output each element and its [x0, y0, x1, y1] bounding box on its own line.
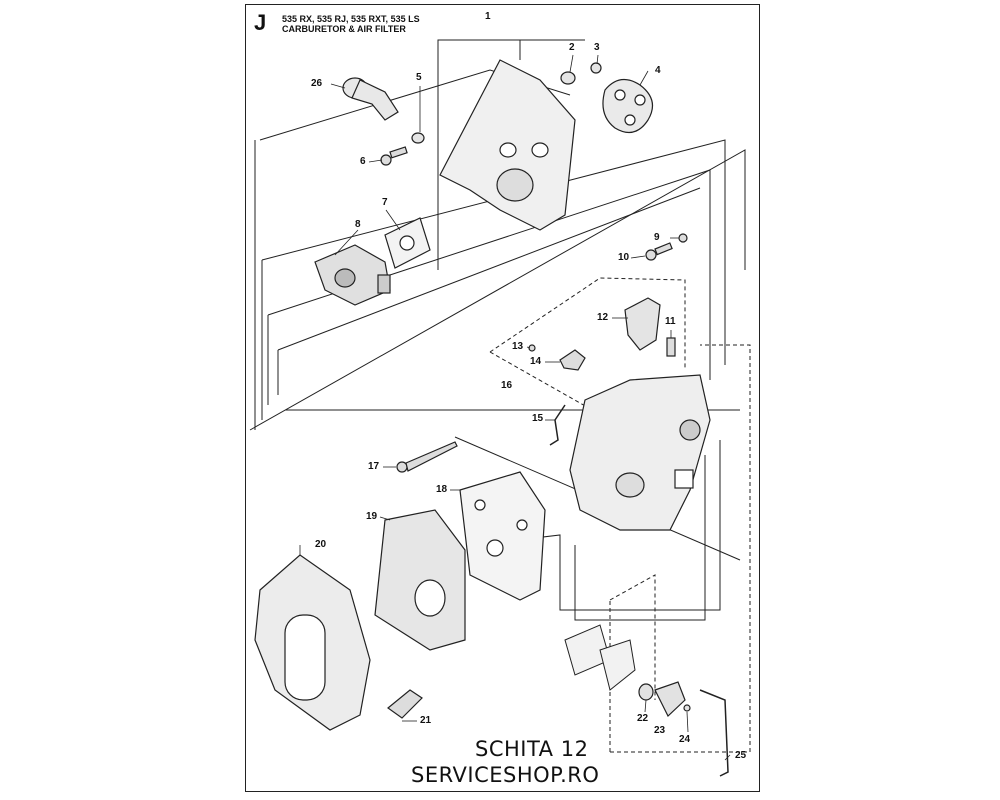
- callout-12: 12: [597, 312, 609, 323]
- source-website: SERVICESHOP.RO: [411, 763, 600, 787]
- callout-22: 22: [637, 713, 649, 724]
- callout-13: 13: [512, 341, 524, 352]
- callout-21: 21: [420, 715, 432, 726]
- air-filter-part: [374, 509, 466, 651]
- choke-lever-part: [624, 297, 661, 351]
- callout-6: 6: [360, 156, 366, 167]
- callout-10: 10: [618, 252, 630, 263]
- callout-14: 14: [530, 356, 542, 367]
- intake-elbow-part: [342, 77, 399, 121]
- air-filter-base-part: [569, 374, 711, 531]
- diagram-heading: 535 RX, 535 RJ, 535 RXT, 535 LS CARBURET…: [282, 14, 420, 34]
- model-list: 535 RX, 535 RJ, 535 RXT, 535 LS: [282, 14, 420, 24]
- diagram-frame: [245, 4, 760, 792]
- callout-26: 26: [311, 78, 323, 89]
- callout-1: 1: [485, 11, 491, 22]
- callout-20: 20: [315, 539, 327, 550]
- assembly-title: CARBURETOR & AIR FILTER: [282, 24, 406, 34]
- callout-15: 15: [532, 413, 544, 424]
- callout-4: 4: [655, 65, 661, 76]
- callout-17: 17: [368, 461, 380, 472]
- callout-24: 24: [679, 734, 691, 745]
- callout-18: 18: [436, 484, 448, 495]
- carburetor-part: [314, 244, 391, 306]
- gasket-7-part: [384, 217, 431, 269]
- callout-19: 19: [366, 511, 378, 522]
- callout-23: 23: [654, 725, 666, 736]
- callout-8: 8: [355, 219, 361, 230]
- callout-9: 9: [654, 232, 660, 243]
- gasket-4-part: [602, 79, 654, 134]
- callout-16: 16: [501, 380, 513, 391]
- callout-3: 3: [594, 42, 600, 53]
- filter-cover-part: [254, 554, 371, 731]
- filter-plate-part: [459, 471, 546, 601]
- callout-7: 7: [382, 197, 388, 208]
- carburetor-housing-part: [439, 59, 576, 231]
- section-letter: J: [254, 10, 267, 35]
- callout-2: 2: [569, 42, 575, 53]
- callout-11: 11: [665, 316, 676, 327]
- callout-25: 25: [735, 750, 747, 761]
- callout-5: 5: [416, 72, 422, 83]
- diagram-number: SCHITA 12: [475, 737, 589, 761]
